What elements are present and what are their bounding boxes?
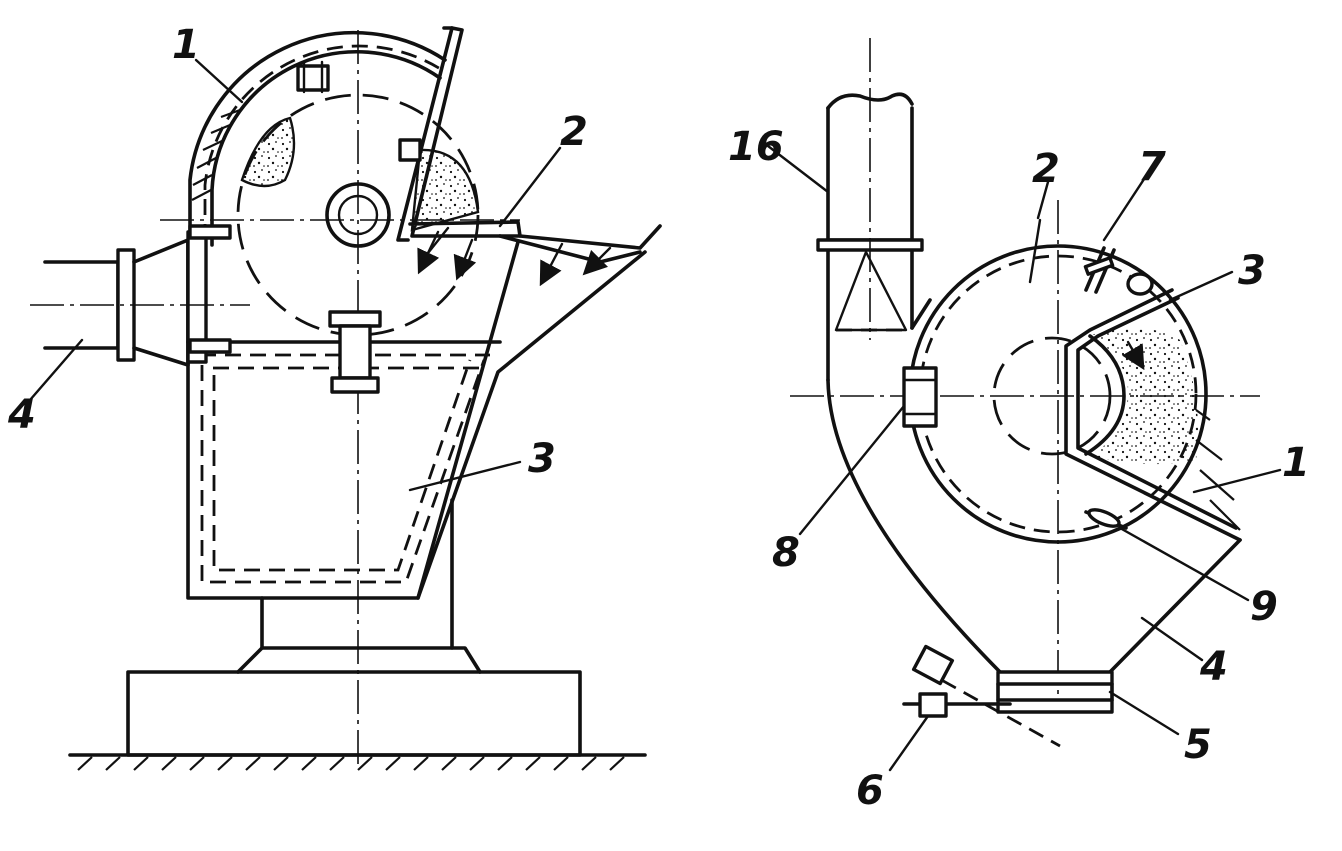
label-3: 3 xyxy=(1238,248,1266,294)
left-figure: 1 2 3 4 xyxy=(7,22,662,771)
label-5: 5 xyxy=(1184,722,1212,768)
label-4: 4 xyxy=(7,392,36,438)
hinge-8 xyxy=(902,366,938,428)
inlet-pipe xyxy=(30,224,250,367)
label-7: 7 xyxy=(1138,144,1166,190)
left-labels: 1 2 3 4 xyxy=(7,22,588,492)
label-2: 2 xyxy=(560,109,588,155)
right-labels: 16 2 7 3 1 8 9 4 5 6 xyxy=(728,124,1310,814)
right-figure: 16 2 7 3 1 8 9 4 5 6 xyxy=(728,38,1310,814)
label-3: 3 xyxy=(528,436,556,482)
exhaust-duct xyxy=(816,38,924,382)
latch-9 xyxy=(1084,508,1128,530)
grinding-wheel xyxy=(160,30,520,770)
clamp-7 xyxy=(1083,246,1116,294)
label-4: 4 xyxy=(1199,644,1228,690)
label-6: 6 xyxy=(856,768,884,814)
label-2: 2 xyxy=(1032,146,1060,192)
label-9: 9 xyxy=(1250,584,1278,630)
wheel-casing xyxy=(188,30,447,247)
label-8: 8 xyxy=(772,530,800,576)
wheel-guard xyxy=(1064,272,1242,542)
label-1: 1 xyxy=(1282,440,1310,486)
hopper-housing xyxy=(186,240,647,600)
label-1: 1 xyxy=(172,22,200,68)
outlet-valve xyxy=(902,644,1114,748)
tool-rest xyxy=(396,26,662,287)
machine-base xyxy=(126,498,582,757)
shaft-bolt xyxy=(328,310,382,394)
label-16: 16 xyxy=(728,124,784,170)
